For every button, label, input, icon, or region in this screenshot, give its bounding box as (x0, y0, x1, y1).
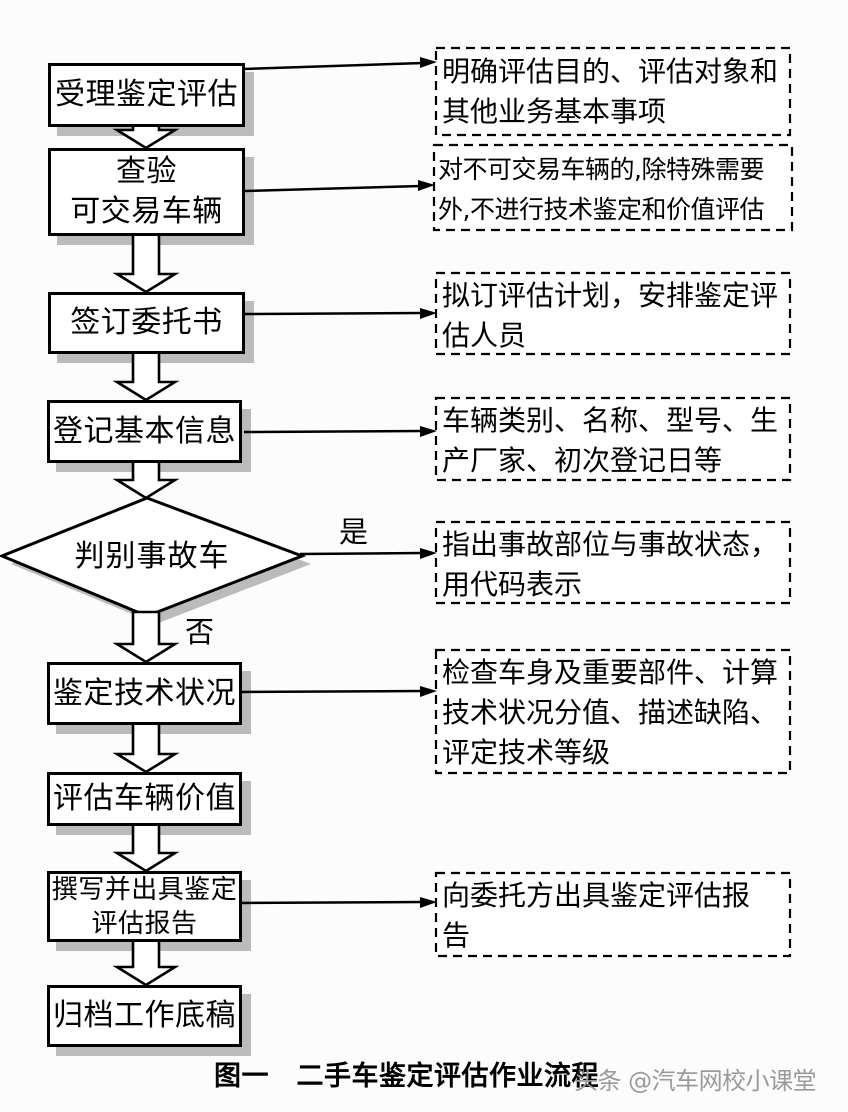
step-box-register-info: 登记基本信息 (47, 400, 242, 463)
block-arrow-down (112, 936, 180, 987)
figure-caption: 图一 二手车鉴定评估作业流程 (214, 1061, 599, 1092)
step-label: 登记基本信息 (53, 413, 236, 449)
step-box-appraise-technical: 鉴定技术状况 (47, 662, 242, 725)
step-label: 查验 可交易车辆 (70, 154, 223, 229)
note-box (434, 396, 792, 482)
note-connectors (240, 57, 437, 908)
note-boxes (432, 46, 794, 958)
step-box-accept: 受理鉴定评估 (48, 63, 245, 127)
block-arrow-down (112, 348, 180, 402)
note-box (434, 271, 792, 356)
branch-label-no: 否 (185, 615, 215, 649)
note-box (434, 871, 792, 958)
connector-arrow (243, 57, 437, 71)
block-arrow-down (112, 719, 180, 774)
note-text-accident-code: 指出事故部位与事故状态， 用代码表示 (442, 528, 779, 601)
note-text-tech-check: 检查车身及重要部件、计算 技术状况分值、描述缺陷、 评定技术等级 (442, 656, 779, 769)
step-label: 撰写并出具鉴定 评估报告 (51, 874, 238, 939)
note-text-untradeable: 对不可交易车辆的,除特殊需要 外,不进行技术鉴定和价值评估 (438, 155, 764, 224)
connector-arrow (243, 308, 437, 319)
connector-arrow (243, 180, 435, 193)
block-arrow-down (112, 230, 180, 294)
step-label: 签订委托书 (70, 305, 223, 340)
note-box (432, 143, 794, 232)
note-box (434, 648, 792, 775)
block-arrows (112, 120, 180, 987)
step-label: 评估车辆价值 (53, 781, 236, 816)
step-box-evaluate-value: 评估车辆价值 (47, 772, 242, 826)
note-text-deliver: 向委托方出具鉴定评估报 告 (442, 879, 751, 952)
note-text-purpose: 明确评估目的、评估对象和 其他业务基本事项 (442, 55, 779, 128)
step-label: 受理鉴定评估 (55, 77, 238, 112)
connector-arrow (240, 897, 437, 908)
decision-label: 判别事故车 (74, 539, 230, 574)
block-arrow-down (112, 610, 180, 664)
connector-arrow (243, 426, 437, 437)
step-box-check-tradeable: 查验 可交易车辆 (48, 148, 245, 236)
step-label: 鉴定技术状况 (53, 675, 236, 711)
connector-arrow-yes (299, 548, 437, 559)
watermark-text: 头条 @汽车网校小课堂 (574, 1067, 817, 1095)
note-text-plan: 拟订评估计划，安排鉴定评 估人员 (442, 279, 779, 352)
step-box-sign-contract: 签订委托书 (48, 292, 245, 354)
branch-label-yes: 是 (339, 515, 369, 549)
note-box (434, 520, 792, 605)
note-box (434, 46, 792, 137)
block-arrow-down (112, 820, 180, 873)
step-box-write-report: 撰写并出具鉴定 评估报告 (47, 871, 242, 942)
step-label: 归档工作底稿 (53, 998, 236, 1033)
note-text-vehicle-info: 车辆类别、名称、型号、生 产厂家、初次登记日等 (442, 404, 779, 477)
connector-arrow (240, 686, 437, 697)
step-box-archive: 归档工作底稿 (47, 985, 242, 1047)
